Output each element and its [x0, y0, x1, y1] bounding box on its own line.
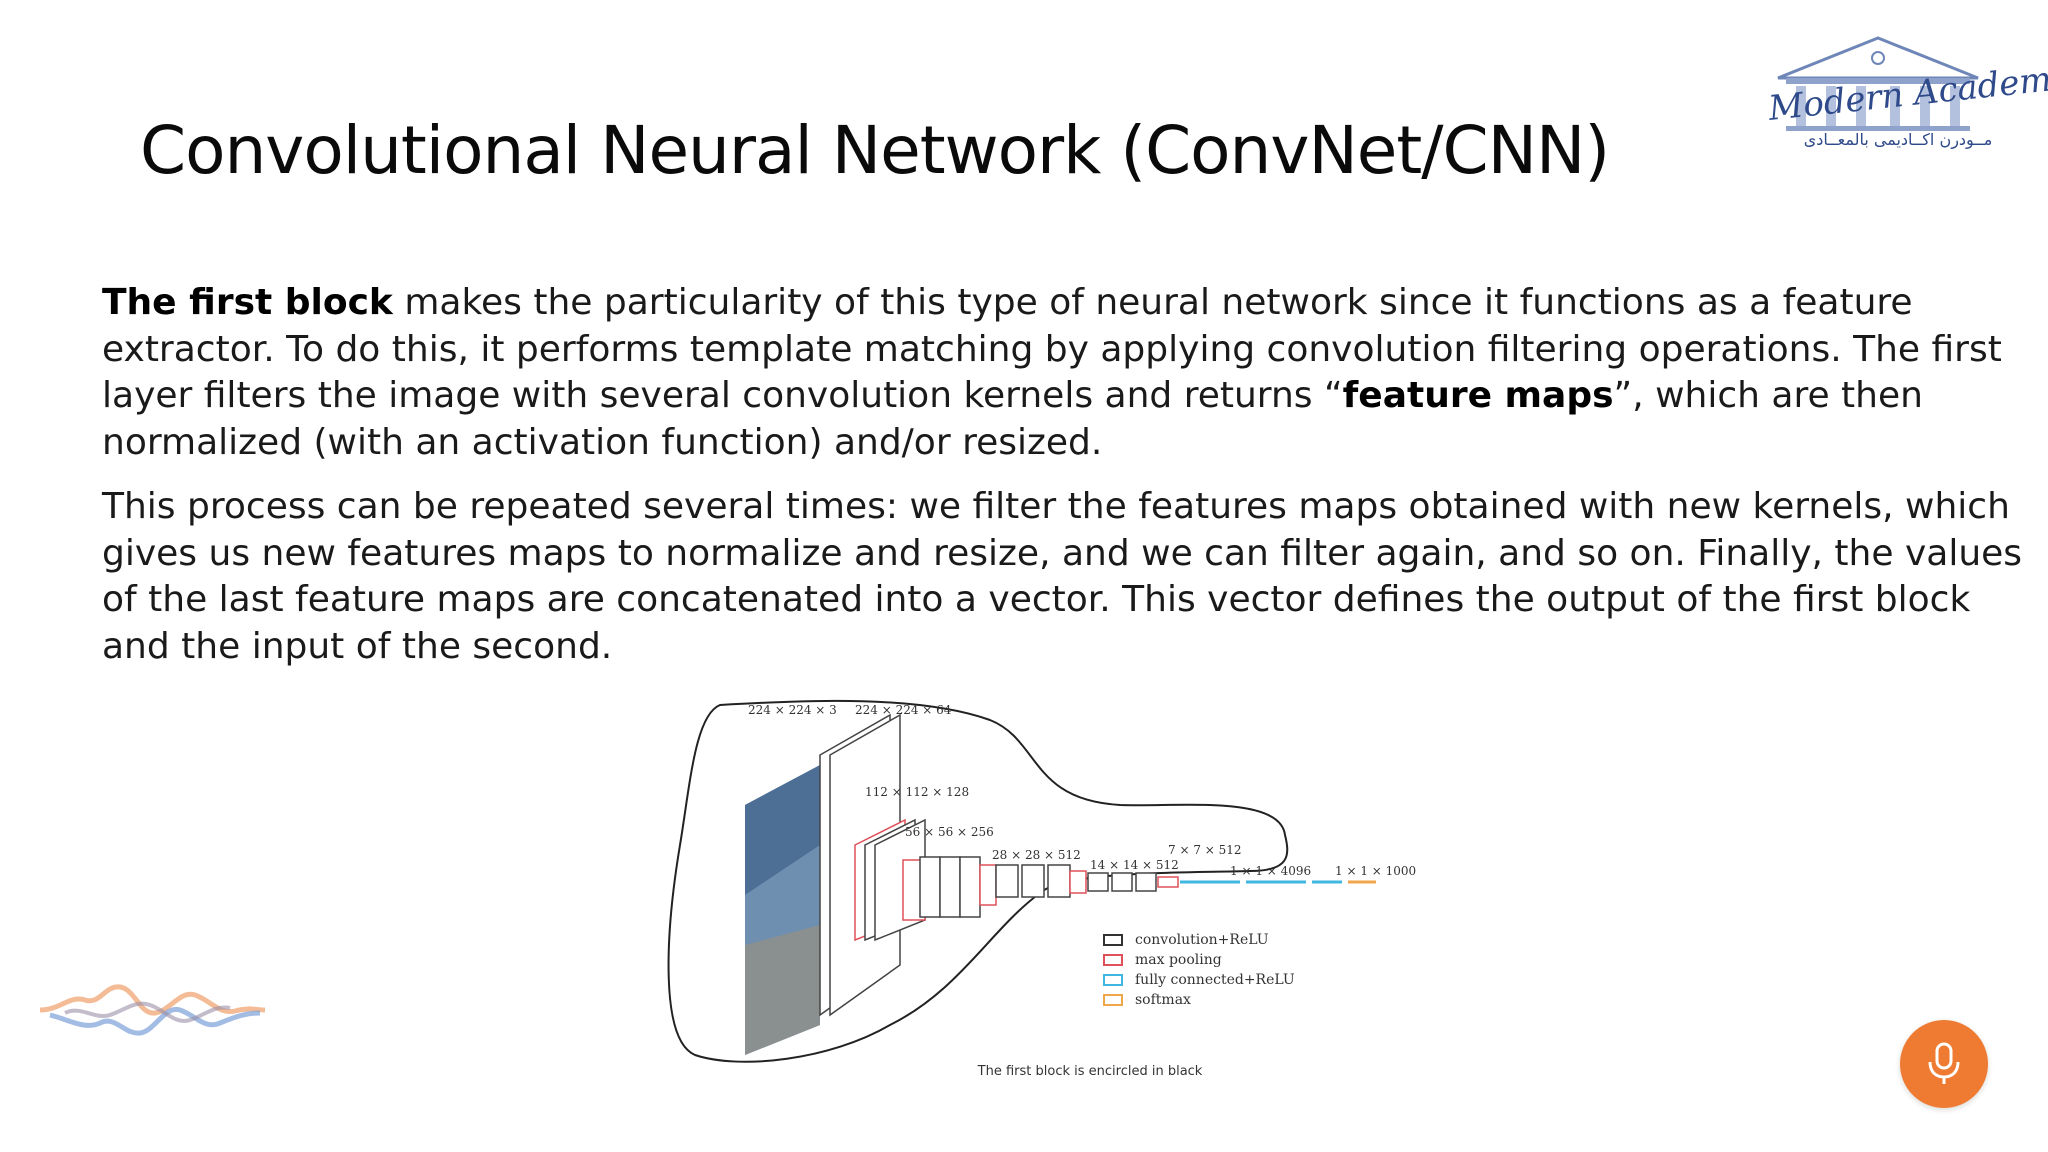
legend-item: convolution+ReLU — [1103, 930, 1343, 950]
logo-subtitle: مــودرن اكــاديمى بالمعــادى — [1803, 130, 1993, 149]
microphone-icon — [1928, 1042, 1960, 1084]
dim-label: 14 × 14 × 512 — [1090, 858, 1179, 872]
paragraph-first-block: The first block makes the particularity … — [102, 280, 2042, 466]
legend-label: softmax — [1135, 992, 1191, 1008]
slide-title: Convolutional Neural Network (ConvNet/CN… — [140, 112, 1610, 189]
bold-lead: The first block — [102, 282, 393, 323]
logo-building-icon — [1777, 36, 1979, 131]
dim-label: 1 × 1 × 1000 — [1335, 864, 1417, 878]
slide-body: The first block makes the particularity … — [102, 280, 2042, 688]
dim-label: 224 × 224 × 64 — [855, 703, 952, 717]
paragraph-text: makes the particularity of this type of … — [102, 282, 2002, 416]
legend-item: softmax — [1103, 990, 1343, 1010]
legend-swatch — [1103, 974, 1123, 986]
figure-caption: The first block is encircled in black — [977, 1064, 1203, 1079]
dim-label: 56 × 56 × 256 — [905, 825, 994, 839]
dim-label: 112 × 112 × 128 — [865, 785, 970, 799]
dim-label: 7 × 7 × 512 — [1168, 843, 1242, 857]
paragraph-text: ”, which are then normalized (with an ac… — [102, 375, 1923, 463]
dim-label: 1 × 1 × 4096 — [1230, 864, 1312, 878]
dim-label: 224 × 224 × 3 — [748, 703, 837, 717]
legend-label: fully connected+ReLU — [1135, 972, 1295, 988]
legend-swatch — [1103, 954, 1123, 966]
microphone-button[interactable] — [1900, 1020, 1988, 1108]
legend-label: convolution+ReLU — [1135, 932, 1269, 948]
legend-item: max pooling — [1103, 950, 1343, 970]
audio-wave-icon — [39, 975, 266, 1045]
legend-label: max pooling — [1135, 952, 1222, 968]
academy-logo: Modern Academy مــودرن اكــاديمى بالمعــ… — [1758, 30, 2048, 160]
paragraph-process: This process can be repeated several tim… — [102, 486, 2023, 667]
bold-term: feature maps — [1342, 375, 1614, 416]
legend-swatch — [1103, 994, 1123, 1006]
legend-item: fully connected+ReLU — [1103, 970, 1343, 990]
cnn-architecture-diagram — [660, 695, 1440, 1095]
dim-label: 28 × 28 × 512 — [992, 848, 1081, 862]
diagram-legend: convolution+ReLU max pooling fully conne… — [1103, 930, 1343, 1010]
legend-swatch — [1103, 934, 1123, 946]
